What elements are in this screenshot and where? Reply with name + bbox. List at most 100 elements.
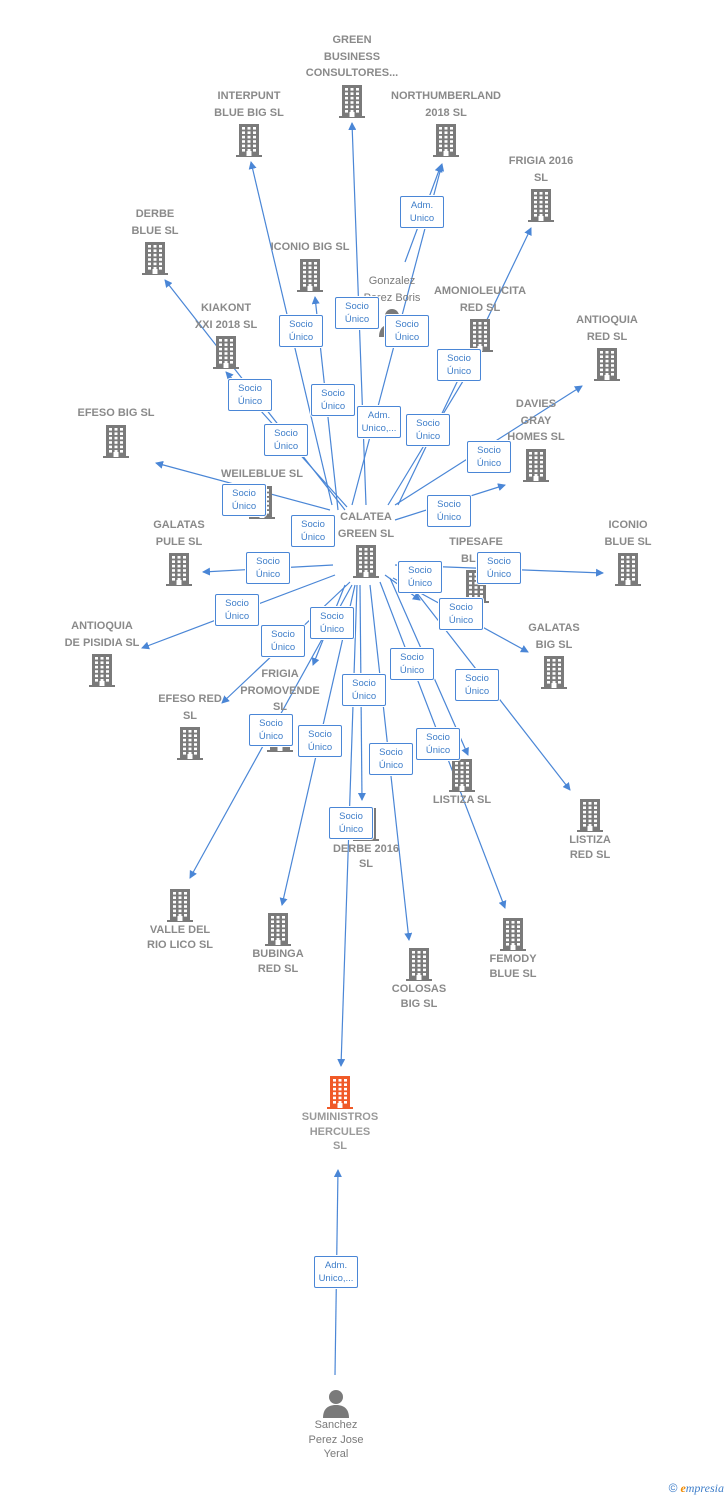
node-label-line: TIPESAFE xyxy=(449,536,503,548)
relation-text: Único xyxy=(273,441,299,452)
node-label-line: 2018 SL xyxy=(425,106,467,119)
person-icon xyxy=(271,1388,401,1418)
relation-text: Único xyxy=(319,624,345,635)
node-label-line: GREEN SL xyxy=(337,527,395,540)
relation-text: Único xyxy=(351,691,377,702)
building-icon xyxy=(415,317,545,353)
relation-badge[interactable]: Adm.Unico xyxy=(400,196,444,228)
node-label-line: Gonzalez xyxy=(368,275,416,287)
node-label-line: ANTIOQUIA xyxy=(576,314,638,326)
node-efesobig[interactable]: EFESO BIG SL xyxy=(51,406,181,459)
building-icon xyxy=(51,423,181,459)
node-iconiobig[interactable]: ICONIO BIG SL xyxy=(245,240,375,293)
node-label-line: FRIGIA xyxy=(261,668,299,680)
relation-text: Socio xyxy=(271,629,295,640)
node-listiza[interactable]: LISTIZA SL xyxy=(397,757,527,808)
building-icon xyxy=(476,187,606,223)
node-label-line: Perez Jose xyxy=(308,1433,364,1446)
node-label-line: INTERPUNT xyxy=(217,90,281,102)
node-label-line: BIG SL xyxy=(400,997,438,1010)
brand-initial: e xyxy=(680,1481,686,1495)
relation-text: Socio xyxy=(487,556,511,567)
node-label-line: ANTIOQUIA xyxy=(71,620,133,632)
building-icon xyxy=(381,122,511,158)
node-label-line: GRAY xyxy=(520,414,552,427)
brand-name: mpresia xyxy=(685,1481,724,1495)
node-label-line: FRIGIA 2016 xyxy=(508,155,574,167)
node-colosas[interactable]: COLOSAS BIG SL xyxy=(354,946,484,1011)
building-icon xyxy=(354,946,484,982)
building-icon xyxy=(213,911,343,947)
node-label-line: AMONIOLEUCITA xyxy=(433,285,527,297)
relation-badge[interactable]: Adm.Unico,... xyxy=(314,1256,358,1288)
node-label-line: KIAKONT xyxy=(200,302,252,314)
relation-text: Único xyxy=(407,578,433,589)
relation-text: Unico xyxy=(409,213,435,224)
node-label-line: RIO LICO SL xyxy=(147,938,213,951)
node-label-line: HOMES SL xyxy=(507,431,565,443)
node-label-line: SL xyxy=(358,857,374,870)
node-label-line: EFESO RED xyxy=(158,693,222,705)
node-label-line: DERBE xyxy=(135,208,175,220)
relation-badge[interactable]: Adm.Unico,... xyxy=(357,406,401,438)
relation-text: Único xyxy=(307,742,333,753)
footer-brand[interactable]: © empresia xyxy=(669,1481,724,1496)
node-label-line: COLOSAS xyxy=(391,983,447,995)
